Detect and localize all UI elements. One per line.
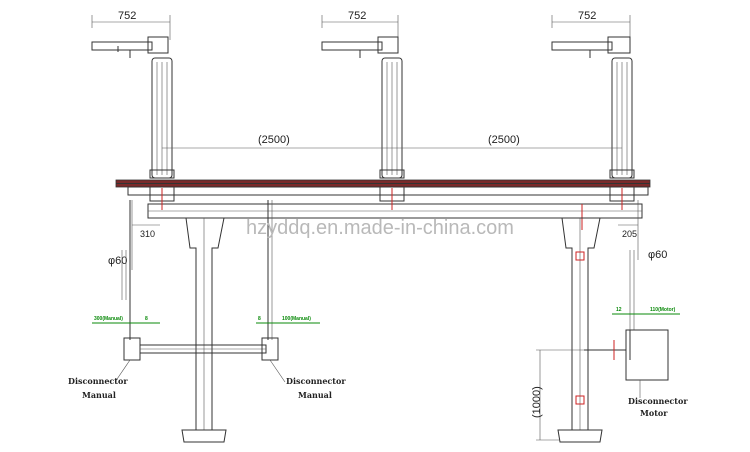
label-left-line2: Manual: [82, 390, 116, 400]
green-label-right-a: 12: [616, 307, 622, 313]
pipe-size-left: φ60: [108, 255, 127, 267]
label-left-line1: Disconnector: [68, 376, 128, 386]
support-column-left: [181, 217, 227, 443]
label-left: Disconnector Manual: [68, 359, 131, 400]
label-mid: Disconnector Manual: [269, 359, 346, 400]
green-label-right-b: 110(Motor): [650, 307, 676, 313]
label-mid-line2: Manual: [298, 390, 332, 400]
green-label-left-a: 300(Manual): [94, 316, 123, 322]
support-column-right: [557, 217, 603, 443]
main-beam: [115, 179, 651, 230]
offset-dimension-left: 310: [140, 229, 155, 239]
label-right: Disconnector Motor: [628, 380, 688, 418]
spacing-dimension-right: (2500): [488, 134, 520, 146]
blade-dimension-right: 752: [578, 10, 596, 22]
insulator-mid: [379, 57, 405, 179]
insulator-left: [149, 57, 175, 179]
label-right-line2: Motor: [640, 408, 668, 418]
blade-assembly-right: [551, 15, 631, 58]
label-right-line1: Disconnector: [628, 396, 688, 406]
blade-dimension-mid: 752: [348, 10, 366, 22]
watermark: hzyddq.en.made-in-china.com: [246, 217, 514, 239]
offset-dimension-right: 205: [622, 229, 637, 239]
insulator-right: [609, 57, 635, 179]
green-label-mid-b: 100(Manual): [282, 316, 311, 322]
label-mid-line1: Disconnector: [286, 376, 346, 386]
green-label-left-b: 8: [145, 316, 148, 322]
green-label-mid-a: 8: [258, 316, 261, 322]
pipe-size-right: φ60: [648, 249, 667, 261]
mechanism-right: [584, 329, 669, 381]
blade-dimension-left: 752: [118, 10, 136, 22]
mechanism-left: [123, 337, 267, 361]
blade-assembly-left: [91, 15, 171, 58]
height-dimension: (1000): [531, 386, 543, 418]
spacing-dimension-left: (2500): [258, 134, 290, 146]
blade-assembly-mid: [321, 15, 399, 58]
